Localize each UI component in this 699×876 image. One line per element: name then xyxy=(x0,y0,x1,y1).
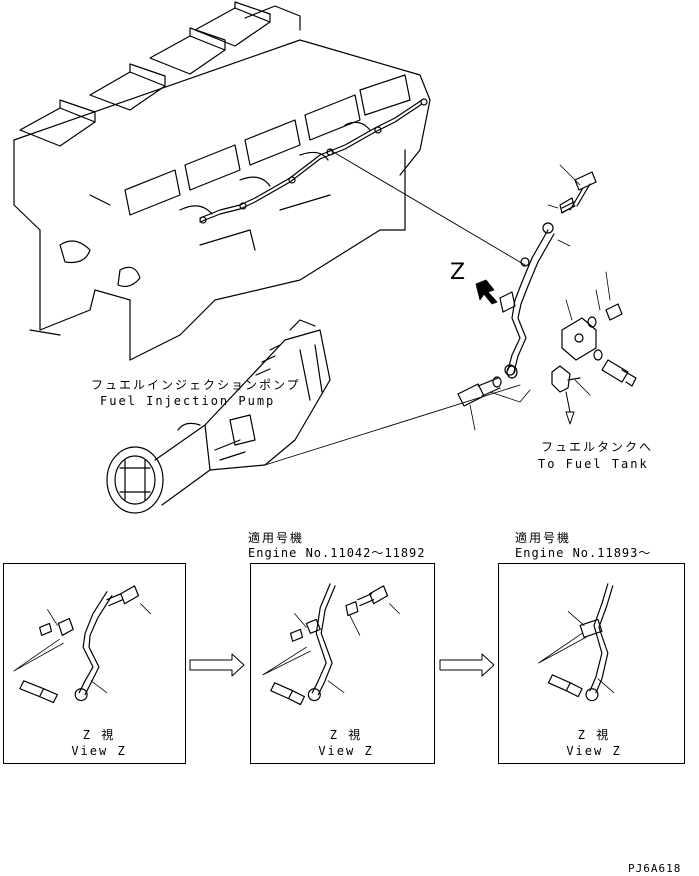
pump-label-jp: フュエルインジェクションポンプ xyxy=(91,378,301,392)
inset-1-drawing xyxy=(13,585,151,704)
block-fuel-pipe xyxy=(199,98,428,224)
pipe-leader xyxy=(329,149,526,266)
down-arrow-icon xyxy=(565,391,575,425)
inset-3-view-jp: Z 視 xyxy=(577,728,611,742)
engine-block xyxy=(13,1,431,361)
inset-1-view-en: View Z xyxy=(71,744,127,758)
fuel-injection-pump xyxy=(106,319,521,514)
view-z-marker: Z xyxy=(450,260,466,285)
exploded-parts xyxy=(457,164,637,431)
view-z-inset-3: Z 視 View Z xyxy=(498,563,685,764)
inset-2-header-en: Engine No.11042～11892 xyxy=(248,546,426,560)
right-arrow-icon xyxy=(439,653,495,677)
inset-3-drawing xyxy=(538,583,615,702)
inset-3-header-en: Engine No.11893～ xyxy=(515,546,652,560)
view-z-inset-2: Z 視 View Z xyxy=(250,563,435,764)
inset-2-header-jp: 適用号機 xyxy=(248,531,305,545)
inset-1-view-jp: Z 視 xyxy=(82,728,116,742)
inset-2-view-jp: Z 視 xyxy=(329,728,363,742)
inset-2-drawing xyxy=(262,583,400,706)
inset-2-view-en: View Z xyxy=(318,744,374,758)
tank-label-en: To Fuel Tank xyxy=(538,457,649,471)
view-direction-arrow-icon xyxy=(475,279,498,305)
inset-3-view-en: View Z xyxy=(566,744,622,758)
inset-3-header-jp: 適用号機 xyxy=(515,531,572,545)
right-arrow-icon xyxy=(189,653,245,677)
view-z-inset-1: Z 視 View Z xyxy=(3,563,186,764)
document-code: PJ6A618 xyxy=(628,862,682,875)
tank-label-jp: フュエルタンクへ xyxy=(541,440,654,454)
pump-label-en: Fuel Injection Pump xyxy=(100,394,276,408)
